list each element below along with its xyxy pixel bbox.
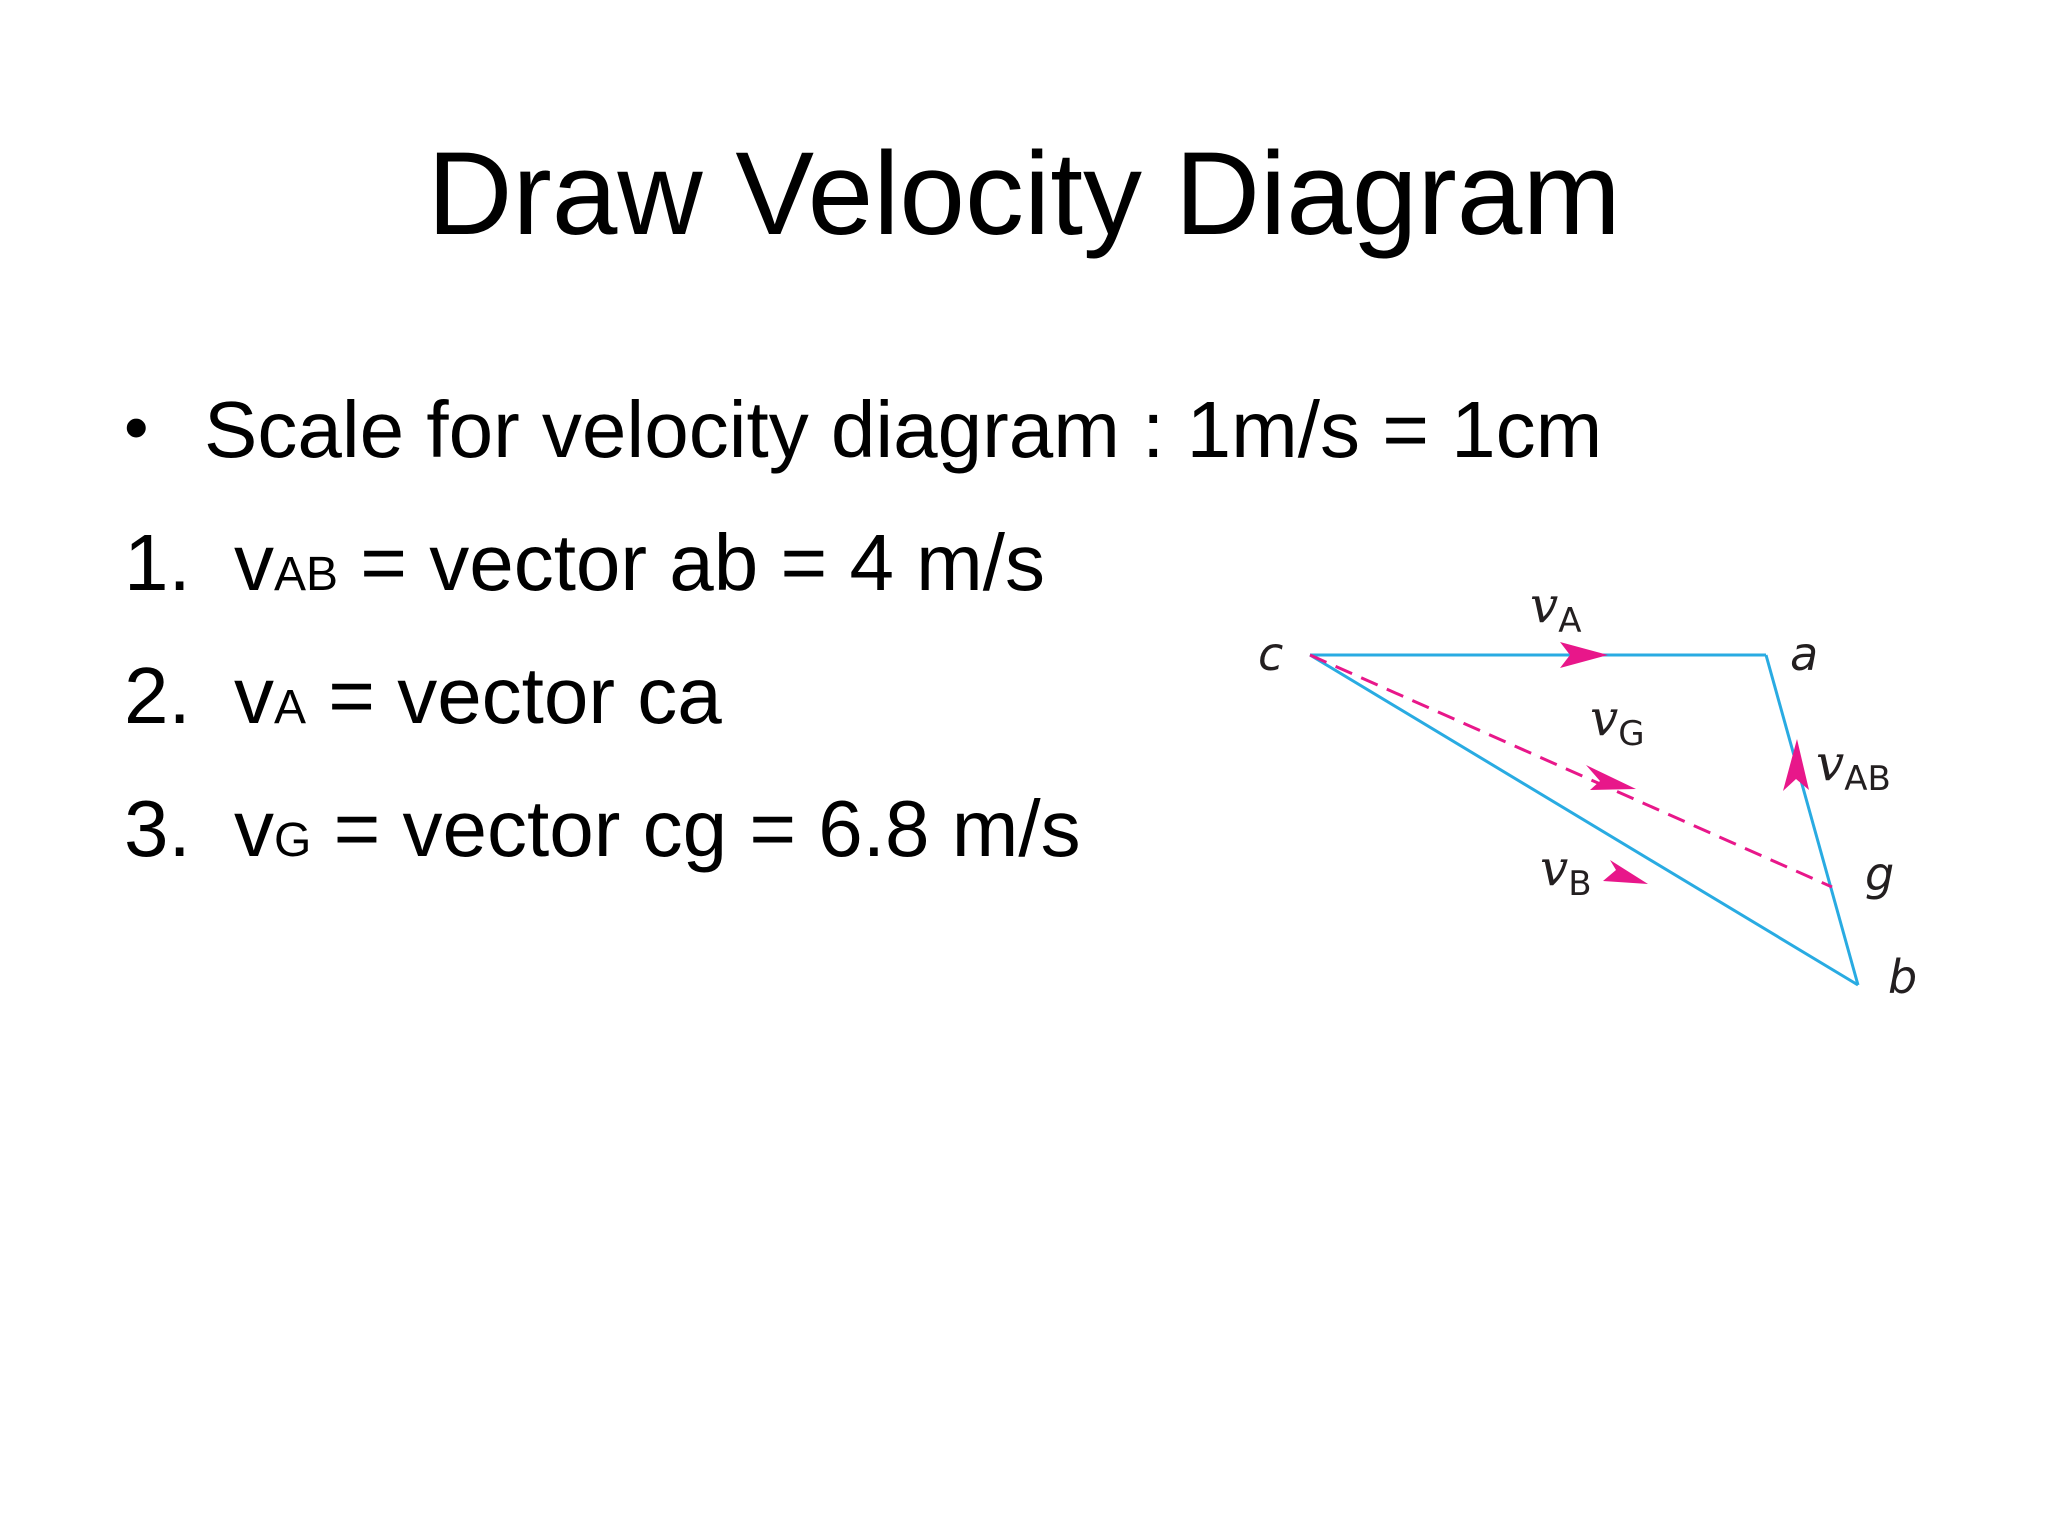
list-item-2: 2. vA = vector ca bbox=[124, 648, 722, 744]
vector-cg-dashed-line bbox=[1309, 653, 1833, 889]
item-text: = vector cg = 6.8 m/s bbox=[311, 784, 1081, 873]
arrow-vab bbox=[1783, 739, 1809, 791]
vector-vb-subscript: B bbox=[1568, 864, 1591, 904]
item-subscript: AB bbox=[274, 548, 339, 601]
vector-vb-symbol: v bbox=[1540, 839, 1568, 897]
velocity-diagram: c a g b vA vG vAB vB bbox=[1230, 560, 1950, 1030]
item-text: = vector ab = 4 m/s bbox=[338, 518, 1046, 607]
item-symbol: v bbox=[234, 651, 274, 740]
item-number: 3. bbox=[124, 784, 191, 873]
vector-vg-symbol: v bbox=[1590, 689, 1618, 747]
vector-va-label: vA bbox=[1530, 576, 1582, 641]
point-c-label: c bbox=[1258, 627, 1283, 681]
arrow-vb bbox=[1603, 860, 1648, 884]
vector-vab-subscript: AB bbox=[1844, 759, 1891, 799]
vector-ab-line bbox=[1764, 654, 1860, 986]
item-subscript: A bbox=[274, 681, 307, 734]
arrow-vg bbox=[1586, 765, 1636, 790]
item-number: 2. bbox=[124, 651, 191, 740]
vector-va-symbol: v bbox=[1530, 576, 1558, 634]
vector-cb-line bbox=[1309, 653, 1859, 987]
list-item-1: 1. vAB = vector ab = 4 m/s bbox=[124, 515, 1045, 611]
point-a-label: a bbox=[1790, 627, 1818, 681]
vector-vab-symbol: v bbox=[1816, 734, 1844, 792]
bullet-marker: • bbox=[124, 388, 149, 466]
vector-vg-subscript: G bbox=[1618, 714, 1644, 754]
arrow-va bbox=[1560, 642, 1608, 668]
list-item-3: 3. vG = vector cg = 6.8 m/s bbox=[124, 781, 1081, 877]
item-symbol: v bbox=[234, 784, 274, 873]
item-number: 1. bbox=[124, 518, 191, 607]
vector-vab-label: vAB bbox=[1816, 734, 1891, 799]
bullet-text: Scale for velocity diagram : 1m/s = 1cm bbox=[204, 385, 1603, 474]
vector-vb-label: vB bbox=[1540, 839, 1592, 904]
item-subscript: G bbox=[274, 814, 312, 867]
item-text: = vector ca bbox=[306, 651, 722, 740]
item-symbol: v bbox=[234, 518, 274, 607]
vector-va-subscript: A bbox=[1558, 601, 1581, 641]
slide-title: Draw Velocity Diagram bbox=[427, 128, 1621, 260]
point-g-label: g bbox=[1865, 847, 1894, 901]
point-b-label: b bbox=[1888, 950, 1917, 1004]
velocity-diagram-svg: c a g b vA vG vAB vB bbox=[1258, 576, 1917, 1004]
vector-vg-label: vG bbox=[1590, 689, 1645, 754]
bullet-item: • Scale for velocity diagram : 1m/s = 1cm bbox=[124, 382, 1602, 478]
